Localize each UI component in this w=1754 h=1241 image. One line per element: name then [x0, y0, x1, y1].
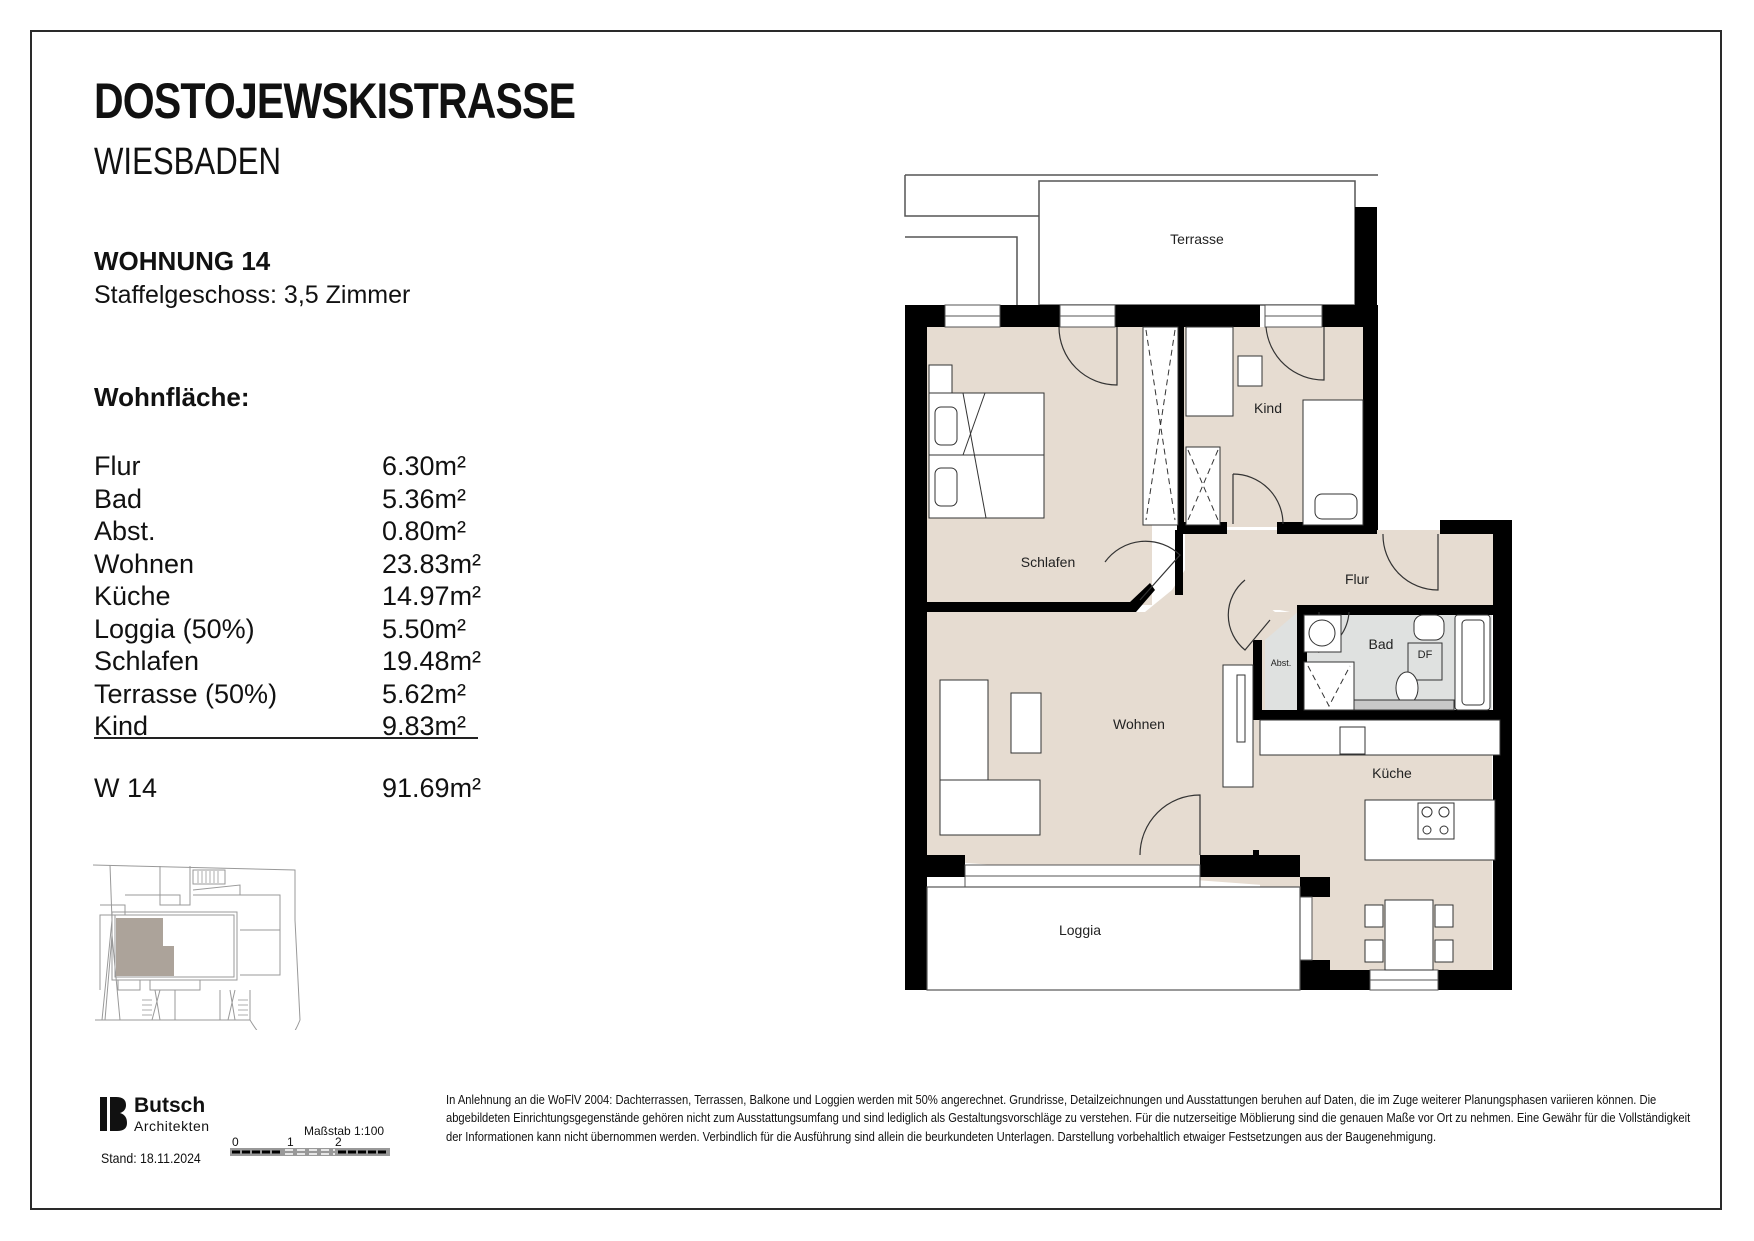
area-row-abst: Abst. 0.80m²: [94, 515, 494, 548]
area-row-kueche: Küche 14.97m²: [94, 580, 494, 613]
apartment-title: WOHNUNG 14: [94, 246, 271, 276]
scale-bar: [230, 1148, 390, 1156]
apartment-subtitle: Staffelgeschoss: 3,5 Zimmer: [94, 281, 411, 309]
area-value: 5.36m²: [382, 483, 467, 514]
legal-disclaimer: In Anlehnung an die WoFlV 2004: Dachterr…: [446, 1092, 1691, 1144]
room-label-df: DF: [1418, 649, 1433, 661]
area-value: 5.62m²: [382, 678, 467, 709]
area-label: Flur: [94, 451, 141, 481]
area-total-row: W 14 91.69m²: [94, 773, 494, 804]
revision-date: Stand: 18.11.2024: [101, 1150, 201, 1166]
room-label-kind: Kind: [1254, 400, 1282, 416]
total-label: W 14: [94, 773, 158, 803]
project-city: WIESBADEN: [94, 141, 281, 183]
area-row-wohnen: Wohnen 23.83m²: [94, 548, 494, 581]
scale-ticks: 0 1 2: [232, 1135, 392, 1157]
scale-tick-0: 0: [232, 1135, 239, 1149]
area-value: 23.83m²: [382, 548, 482, 579]
area-label: Bad: [94, 483, 143, 514]
area-value: 9.83m²: [382, 711, 467, 741]
room-label-abst: Abst.: [1271, 658, 1292, 668]
area-label: Abst.: [94, 516, 156, 546]
room-label-loggia: Loggia: [1059, 922, 1101, 938]
area-label: Terrasse (50%): [94, 678, 278, 709]
floor-plan: Terrasse Kind Schlafen Flur Bad Abst. DF…: [904, 174, 1512, 991]
logo-subtitle: Architekten: [134, 1118, 210, 1134]
scale-tick-2: 2: [335, 1135, 342, 1149]
page-frame: [30, 30, 1722, 1210]
area-value: 6.30m²: [382, 451, 467, 481]
butsch-logo-icon: [100, 1097, 127, 1131]
area-row-schlafen: Schlafen 19.48m²: [94, 645, 494, 678]
area-label: Loggia (50%): [94, 613, 255, 644]
area-value: 14.97m²: [382, 581, 482, 611]
room-label-kueche: Küche: [1372, 765, 1412, 781]
architect-logo: Butsch Architekten: [100, 1095, 210, 1133]
area-row-flur: Flur 6.30m²: [94, 450, 494, 483]
area-row-terrasse: Terrasse (50%) 5.62m²: [94, 678, 494, 711]
scale-tick-1: 1: [287, 1135, 294, 1149]
living-area-heading: Wohnfläche:: [94, 382, 250, 412]
project-title: DOSTOJEWSKISTRASSE: [94, 73, 576, 129]
area-value: 5.50m²: [382, 613, 467, 644]
area-row-kind: Kind 9.83m²: [94, 710, 494, 743]
area-label: Kind: [94, 711, 149, 741]
area-label: Küche: [94, 581, 171, 611]
area-row-bad: Bad 5.36m²: [94, 483, 494, 516]
area-label: Wohnen: [94, 548, 195, 579]
room-label-flur: Flur: [1345, 571, 1369, 587]
room-label-terrasse: Terrasse: [1170, 231, 1224, 247]
living-area-table: Flur 6.30m² Bad 5.36m² Abst. 0.80m² Wohn…: [94, 450, 494, 743]
scale-label: Maßstab 1:100: [304, 1124, 385, 1138]
total-value: 91.69m²: [382, 773, 482, 803]
area-value: 0.80m²: [382, 516, 467, 546]
walls: [905, 207, 1512, 990]
area-row-loggia: Loggia (50%) 5.50m²: [94, 613, 494, 646]
area-value: 19.48m²: [382, 646, 482, 676]
room-label-wohnen: Wohnen: [1113, 716, 1165, 732]
logo-name: Butsch: [134, 1094, 206, 1117]
room-label-schlafen: Schlafen: [1021, 554, 1075, 570]
room-label-bad: Bad: [1369, 636, 1394, 652]
area-label: Schlafen: [94, 646, 200, 676]
site-plan-keymap: [92, 864, 301, 1030]
area-divider: [94, 737, 478, 739]
apartment-highlight: [116, 918, 174, 976]
